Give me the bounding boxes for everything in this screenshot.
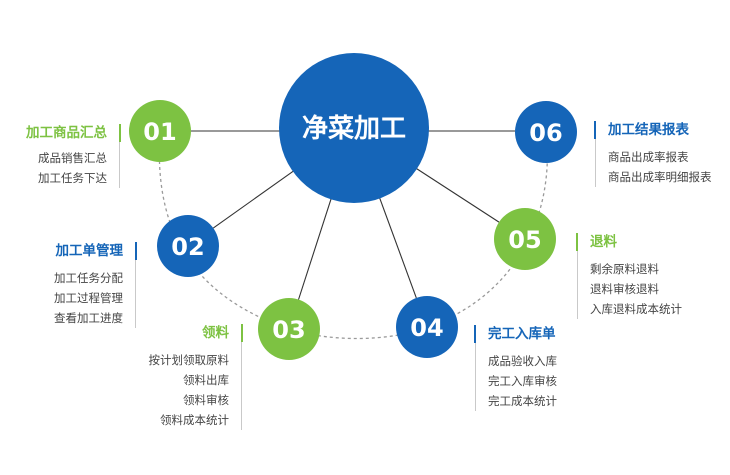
divider-rule [475, 343, 476, 411]
module-block-06: 加工结果报表 商品出成率报表 商品出成率明细报表 [594, 121, 712, 187]
accent-bar [241, 324, 243, 342]
accent-bar [119, 124, 121, 142]
module-title-03: 领料 [202, 325, 229, 341]
module-title-01: 加工商品汇总 [26, 125, 107, 141]
spoke-lines [191, 130, 515, 300]
module-item: 加工任务分配 [54, 271, 123, 285]
module-item: 领料审核 [183, 393, 229, 407]
module-item: 查看加工进度 [54, 311, 123, 325]
module-block-03: 领料 按计划领取原料 领料出库 领料审核 领料成本统计 [148, 324, 243, 430]
module-block-01: 加工商品汇总 成品销售汇总 加工任务下达 [26, 124, 121, 188]
divider-rule [577, 251, 578, 319]
module-item: 完工成本统计 [488, 394, 557, 408]
module-title-05: 退料 [590, 234, 617, 250]
spoke-line [378, 196, 417, 299]
module-node-01: 01 [129, 100, 191, 162]
module-number: 03 [272, 316, 305, 344]
spoke-line [298, 197, 333, 300]
module-item: 领料成本统计 [160, 413, 229, 427]
module-nodes: 01 02 03 04 05 06 [129, 100, 577, 360]
module-number: 04 [410, 314, 443, 342]
module-item: 按计划领取原料 [148, 353, 230, 367]
center-hub: 净菜加工 [279, 53, 429, 203]
module-circle [396, 296, 458, 358]
divider-rule [241, 342, 242, 430]
module-node-04: 04 [396, 296, 458, 358]
module-item: 商品出成率报表 [608, 150, 689, 164]
module-circle [494, 208, 556, 270]
module-node-02: 02 [157, 215, 219, 277]
module-item: 入库退料成本统计 [590, 302, 682, 316]
module-circle [515, 101, 577, 163]
accent-bar [135, 242, 137, 260]
accent-bar [594, 121, 596, 139]
module-item: 商品出成率明细报表 [608, 170, 712, 184]
module-number: 01 [143, 118, 176, 146]
module-circle [258, 298, 320, 360]
module-item: 加工任务下达 [38, 171, 107, 185]
module-item: 完工入库审核 [488, 374, 557, 388]
module-number: 06 [529, 119, 562, 147]
module-title-06: 加工结果报表 [608, 122, 689, 138]
module-node-05: 05 [494, 208, 556, 270]
module-item: 领料出库 [183, 373, 229, 387]
accent-bar [474, 325, 476, 343]
module-block-04: 完工入库单 成品验收入库 完工入库审核 完工成本统计 [474, 325, 557, 411]
center-label: 净菜加工 [302, 114, 406, 144]
module-circle [129, 100, 191, 162]
module-item: 成品销售汇总 [38, 151, 107, 165]
module-block-02: 加工单管理 加工任务分配 加工过程管理 查看加工进度 [54, 242, 137, 328]
center-circle [279, 53, 429, 203]
divider-rule [595, 139, 596, 187]
module-node-03: 03 [258, 298, 320, 360]
module-title-02: 加工单管理 [55, 243, 124, 259]
module-item: 成品验收入库 [488, 354, 557, 368]
divider-rule [119, 142, 120, 188]
accent-bar [576, 233, 578, 251]
module-item: 退料审核退料 [590, 282, 659, 296]
module-node-06: 06 [515, 101, 577, 163]
module-title-04: 完工入库单 [488, 326, 556, 342]
module-circle [157, 215, 219, 277]
module-item: 剩余原料退料 [590, 262, 659, 276]
module-number: 05 [508, 226, 541, 254]
module-number: 02 [171, 233, 204, 261]
spoke-line [212, 169, 295, 229]
divider-rule [135, 260, 136, 328]
spoke-line [414, 167, 500, 223]
module-block-05: 退料 剩余原料退料 退料审核退料 入库退料成本统计 [576, 233, 682, 319]
module-item: 加工过程管理 [54, 291, 123, 305]
